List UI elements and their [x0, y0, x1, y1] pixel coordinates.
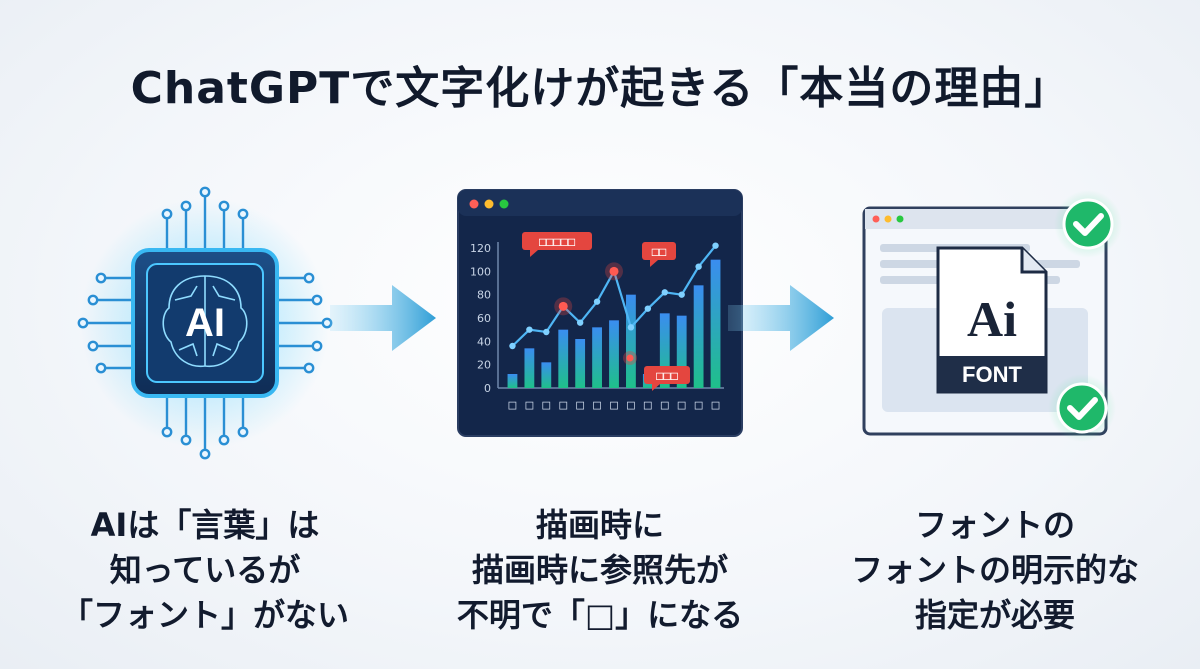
- bar: [558, 329, 569, 388]
- caption-line: 「フォント」がない: [60, 596, 349, 634]
- font-label: FONT: [962, 362, 1022, 387]
- x-tick-label: □: [509, 398, 517, 413]
- caption-line: 描画時に参照先が: [471, 551, 728, 589]
- chip-label: AI: [185, 301, 225, 345]
- check-icon: [1054, 190, 1122, 258]
- bar: [676, 315, 687, 388]
- font-file-icon: Ai FONT: [936, 246, 1048, 394]
- bar: [592, 327, 602, 388]
- bar: [609, 320, 619, 388]
- label-tail: [650, 260, 658, 267]
- x-tick-label: □: [593, 398, 601, 413]
- x-tick-label: □: [712, 398, 720, 413]
- line-point: [593, 298, 601, 305]
- caption-line: 描画時に: [535, 506, 664, 544]
- error-dot: [626, 354, 634, 362]
- x-tick-label: □: [661, 398, 669, 413]
- y-tick-label: 40: [477, 335, 491, 348]
- caption-font-required: フォントの フォントの明示的な 指定が必要: [815, 503, 1175, 638]
- line-point: [558, 301, 568, 311]
- line-point: [678, 291, 685, 298]
- x-tick-label: □: [542, 398, 550, 413]
- arrow-right-icon: [728, 285, 834, 351]
- bar: [575, 339, 586, 388]
- page-title: ChatGPTで文字化けが起きる「本当の理由」: [130, 63, 1070, 114]
- line-point: [712, 242, 719, 249]
- y-tick-label: 100: [470, 265, 491, 278]
- garbled-label-box: [644, 366, 690, 384]
- line-point: [695, 263, 702, 270]
- x-tick-label: □: [627, 398, 635, 413]
- x-tick-label: □: [576, 398, 584, 413]
- x-tick-label: □: [525, 398, 533, 413]
- font-window: Ai FONT: [862, 190, 1122, 442]
- font-letters: Ai: [967, 291, 1017, 347]
- caption-line: AIは「言葉」は: [90, 506, 320, 544]
- window-minimize-dot: [484, 199, 494, 209]
- line-point: [644, 305, 652, 312]
- y-tick-label: 60: [477, 312, 491, 325]
- caption-tofu: 描画時に 描画時に参照先が 不明で「□」になる: [420, 503, 780, 638]
- caption-line: フォントの: [914, 506, 1075, 544]
- label-tail: [530, 250, 538, 257]
- line-point: [543, 328, 550, 336]
- caption-line: 知っているが: [109, 551, 301, 589]
- garbled-label: □□□: [656, 369, 678, 383]
- caption-line: 不明で「□」になる: [456, 596, 744, 634]
- y-tick-label: 80: [477, 289, 491, 302]
- line-point: [627, 324, 635, 331]
- x-tick-label: □: [644, 398, 652, 413]
- line-point: [661, 289, 668, 296]
- window-close-dot: [469, 199, 479, 209]
- y-tick-label: 20: [477, 359, 491, 372]
- bar: [626, 294, 636, 388]
- x-tick-label: □: [695, 398, 703, 413]
- garbled-label-box: [642, 242, 676, 260]
- y-tick-label: 120: [470, 242, 491, 255]
- window-maximize-dot: [499, 199, 509, 209]
- bar: [507, 374, 518, 388]
- bar: [541, 362, 552, 388]
- label-tail: [652, 384, 660, 391]
- x-tick-label: □: [678, 398, 686, 413]
- line-point: [576, 319, 584, 326]
- x-tick-label: □: [559, 398, 567, 413]
- line-point: [609, 266, 619, 276]
- bar: [659, 313, 670, 388]
- ai-chip-illustration: AI: [77, 186, 333, 460]
- garbled-label-box: [522, 232, 592, 250]
- check-icon: [1048, 374, 1116, 442]
- caption-no-font: AIは「言葉」は 知っているが 「フォント」がない: [25, 503, 385, 638]
- x-tick-label: □: [610, 398, 618, 413]
- brain-icon: [162, 275, 248, 368]
- garbled-label: □□□□□: [539, 235, 575, 249]
- bar: [710, 259, 721, 388]
- line-point: [526, 326, 533, 333]
- garbled-label: □□: [652, 245, 666, 259]
- bar: [693, 285, 704, 388]
- bar: [524, 348, 535, 388]
- caption-line: フォントの明示的な: [850, 551, 1139, 589]
- line-point: [509, 342, 516, 350]
- caption-line: 指定が必要: [914, 596, 1075, 634]
- y-tick-label: 0: [484, 382, 491, 395]
- arrow-right-icon: [330, 285, 436, 351]
